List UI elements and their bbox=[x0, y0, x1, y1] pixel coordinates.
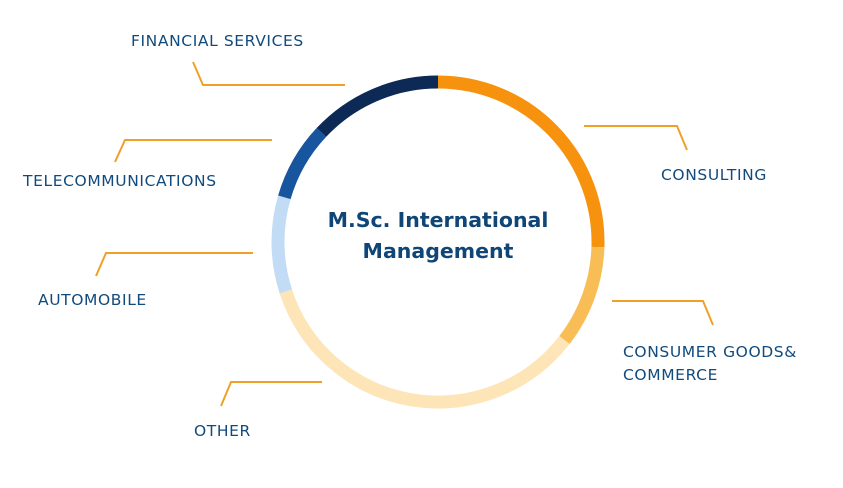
ring-segment-consumer-goods bbox=[559, 246, 605, 345]
leader-lines bbox=[95, 61, 714, 407]
label-financial-services: FINANCIAL SERVICES bbox=[131, 32, 304, 50]
ring-segment-telecommunications bbox=[278, 128, 327, 200]
center-title-line-1: M.Sc. International bbox=[327, 208, 549, 232]
ring-segment-other bbox=[279, 289, 570, 409]
ring-segment-financial-services bbox=[316, 75, 439, 137]
leader-line-automobile bbox=[95, 252, 253, 277]
label-automobile: AUTOMOBILE bbox=[38, 291, 147, 309]
leader-line-consulting bbox=[584, 125, 688, 151]
leader-line-financial-services bbox=[192, 61, 345, 86]
label-telecommunications: TELECOMMUNICATIONS bbox=[23, 172, 217, 190]
label-consumer-goods-line-1: CONSUMER GOODS& bbox=[623, 343, 797, 361]
ring-segment-consulting bbox=[437, 75, 605, 248]
label-consumer-goods: CONSUMER GOODS& COMMERCE bbox=[623, 341, 797, 387]
leader-line-other bbox=[220, 381, 322, 407]
label-consumer-goods-line-2: COMMERCE bbox=[623, 366, 718, 384]
label-other: OTHER bbox=[194, 422, 251, 440]
ring-segment-automobile bbox=[271, 195, 293, 294]
center-title: M.Sc. International Management bbox=[310, 205, 566, 267]
center-title-line-2: Management bbox=[362, 239, 514, 263]
label-consulting: CONSULTING bbox=[661, 166, 767, 184]
leader-line-consumer-goods bbox=[612, 300, 714, 326]
sector-ring bbox=[271, 75, 605, 409]
leader-line-telecommunications bbox=[114, 139, 272, 163]
